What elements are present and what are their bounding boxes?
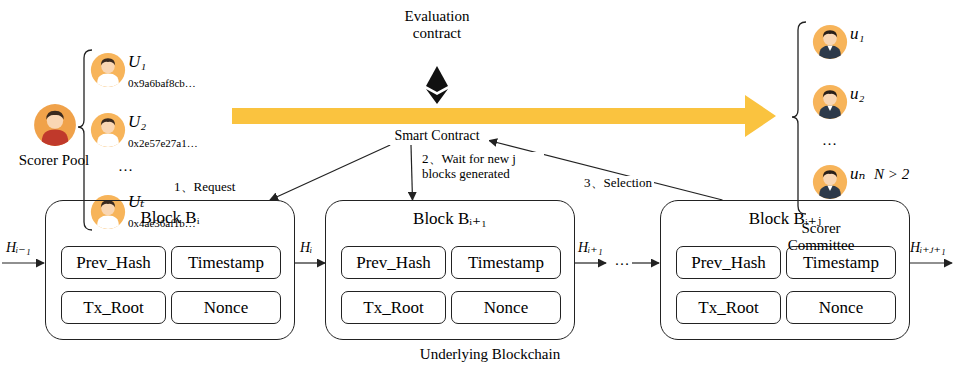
label: Evaluation contract	[392, 8, 482, 43]
field-box: Nonce	[786, 291, 896, 324]
hash-arrow	[910, 262, 952, 263]
field-name: Tx_Root	[698, 298, 758, 318]
person-icon	[34, 104, 76, 146]
label: 0x9a6baf8cb…	[128, 77, 218, 90]
block-box: Block Bᵢ₊₁ Prev_Hash TimestampTx_Root Nonce	[325, 200, 575, 340]
label: Uₜ	[128, 192, 168, 212]
field-name: Nonce	[484, 298, 528, 318]
label: u₂	[850, 84, 890, 104]
edge-label: Hᵢ	[300, 240, 312, 256]
ethereum-logo	[426, 66, 448, 104]
label: N > 2	[874, 166, 934, 183]
bracket	[792, 22, 806, 214]
field-name: Tx_Root	[363, 298, 423, 318]
label: u₁	[850, 24, 890, 44]
person-icon	[91, 113, 125, 147]
field-name: Nonce	[204, 298, 248, 318]
person-icon	[813, 85, 847, 119]
label: U₁	[128, 52, 168, 72]
connector	[295, 262, 325, 263]
connector	[411, 145, 413, 200]
block-box: Block Bᵢ₊ⱼPrev_Hash TimestampTx_Root Nonce	[660, 200, 910, 340]
field-box: Timestamp	[451, 246, 561, 279]
field-box: Tx_Root	[676, 291, 781, 324]
person-icon	[91, 53, 125, 87]
field-box: Prev_Hash	[61, 246, 166, 279]
field-name: Prev_Hash	[356, 253, 431, 273]
field-box: Prev_Hash	[676, 246, 781, 279]
connector	[270, 145, 390, 200]
label: …	[822, 132, 852, 149]
field-box: Nonce	[451, 291, 561, 324]
block-title: Block Bᵢ₊ⱼ	[661, 208, 909, 229]
field-box: Timestamp	[171, 246, 281, 279]
edge-label: 2、Wait for new j blocks generated	[420, 152, 544, 182]
label: Hᵢ₊₁	[578, 240, 612, 256]
field-box: Nonce	[171, 291, 281, 324]
label: 0x4ae36af1b…	[128, 217, 218, 230]
label: Hᵢ₋₁	[6, 240, 44, 256]
hash-arrow	[632, 262, 659, 263]
person-icon	[813, 25, 847, 59]
bracket	[78, 50, 92, 230]
contract-label: Smart Contract	[385, 127, 489, 145]
hash-arrow	[575, 262, 606, 263]
field-name: Prev_Hash	[691, 253, 766, 273]
field-name: Tx_Root	[83, 298, 143, 318]
edge-label: 3、Selection	[582, 176, 654, 191]
field-box: Tx_Root	[341, 291, 446, 324]
label: Scorer Pool	[18, 152, 90, 169]
field-name: Timestamp	[188, 253, 264, 273]
field-box: Prev_Hash	[341, 246, 446, 279]
label: …	[611, 252, 633, 269]
person-icon	[813, 165, 847, 199]
field-box: Tx_Root	[61, 291, 166, 324]
field-name: Timestamp	[803, 253, 879, 273]
label: U₂	[128, 112, 168, 132]
edge-label: 1、Request	[172, 180, 237, 195]
label: …	[118, 158, 148, 175]
block-title: Block Bᵢ₊₁	[326, 208, 574, 229]
field-name: Nonce	[819, 298, 863, 318]
contract-name: Smart Contract	[394, 128, 479, 143]
field-name: Prev_Hash	[76, 253, 151, 273]
hash-arrow	[2, 262, 44, 263]
label: Hᵢ₊ⱼ₊₁	[910, 240, 956, 256]
label: Scorer Committee	[780, 220, 862, 255]
label: Underlying Blockchain	[390, 346, 590, 363]
field-name: Timestamp	[468, 253, 544, 273]
label: 0x2e57e27a1…	[128, 137, 218, 150]
flow-arrow	[232, 95, 776, 137]
